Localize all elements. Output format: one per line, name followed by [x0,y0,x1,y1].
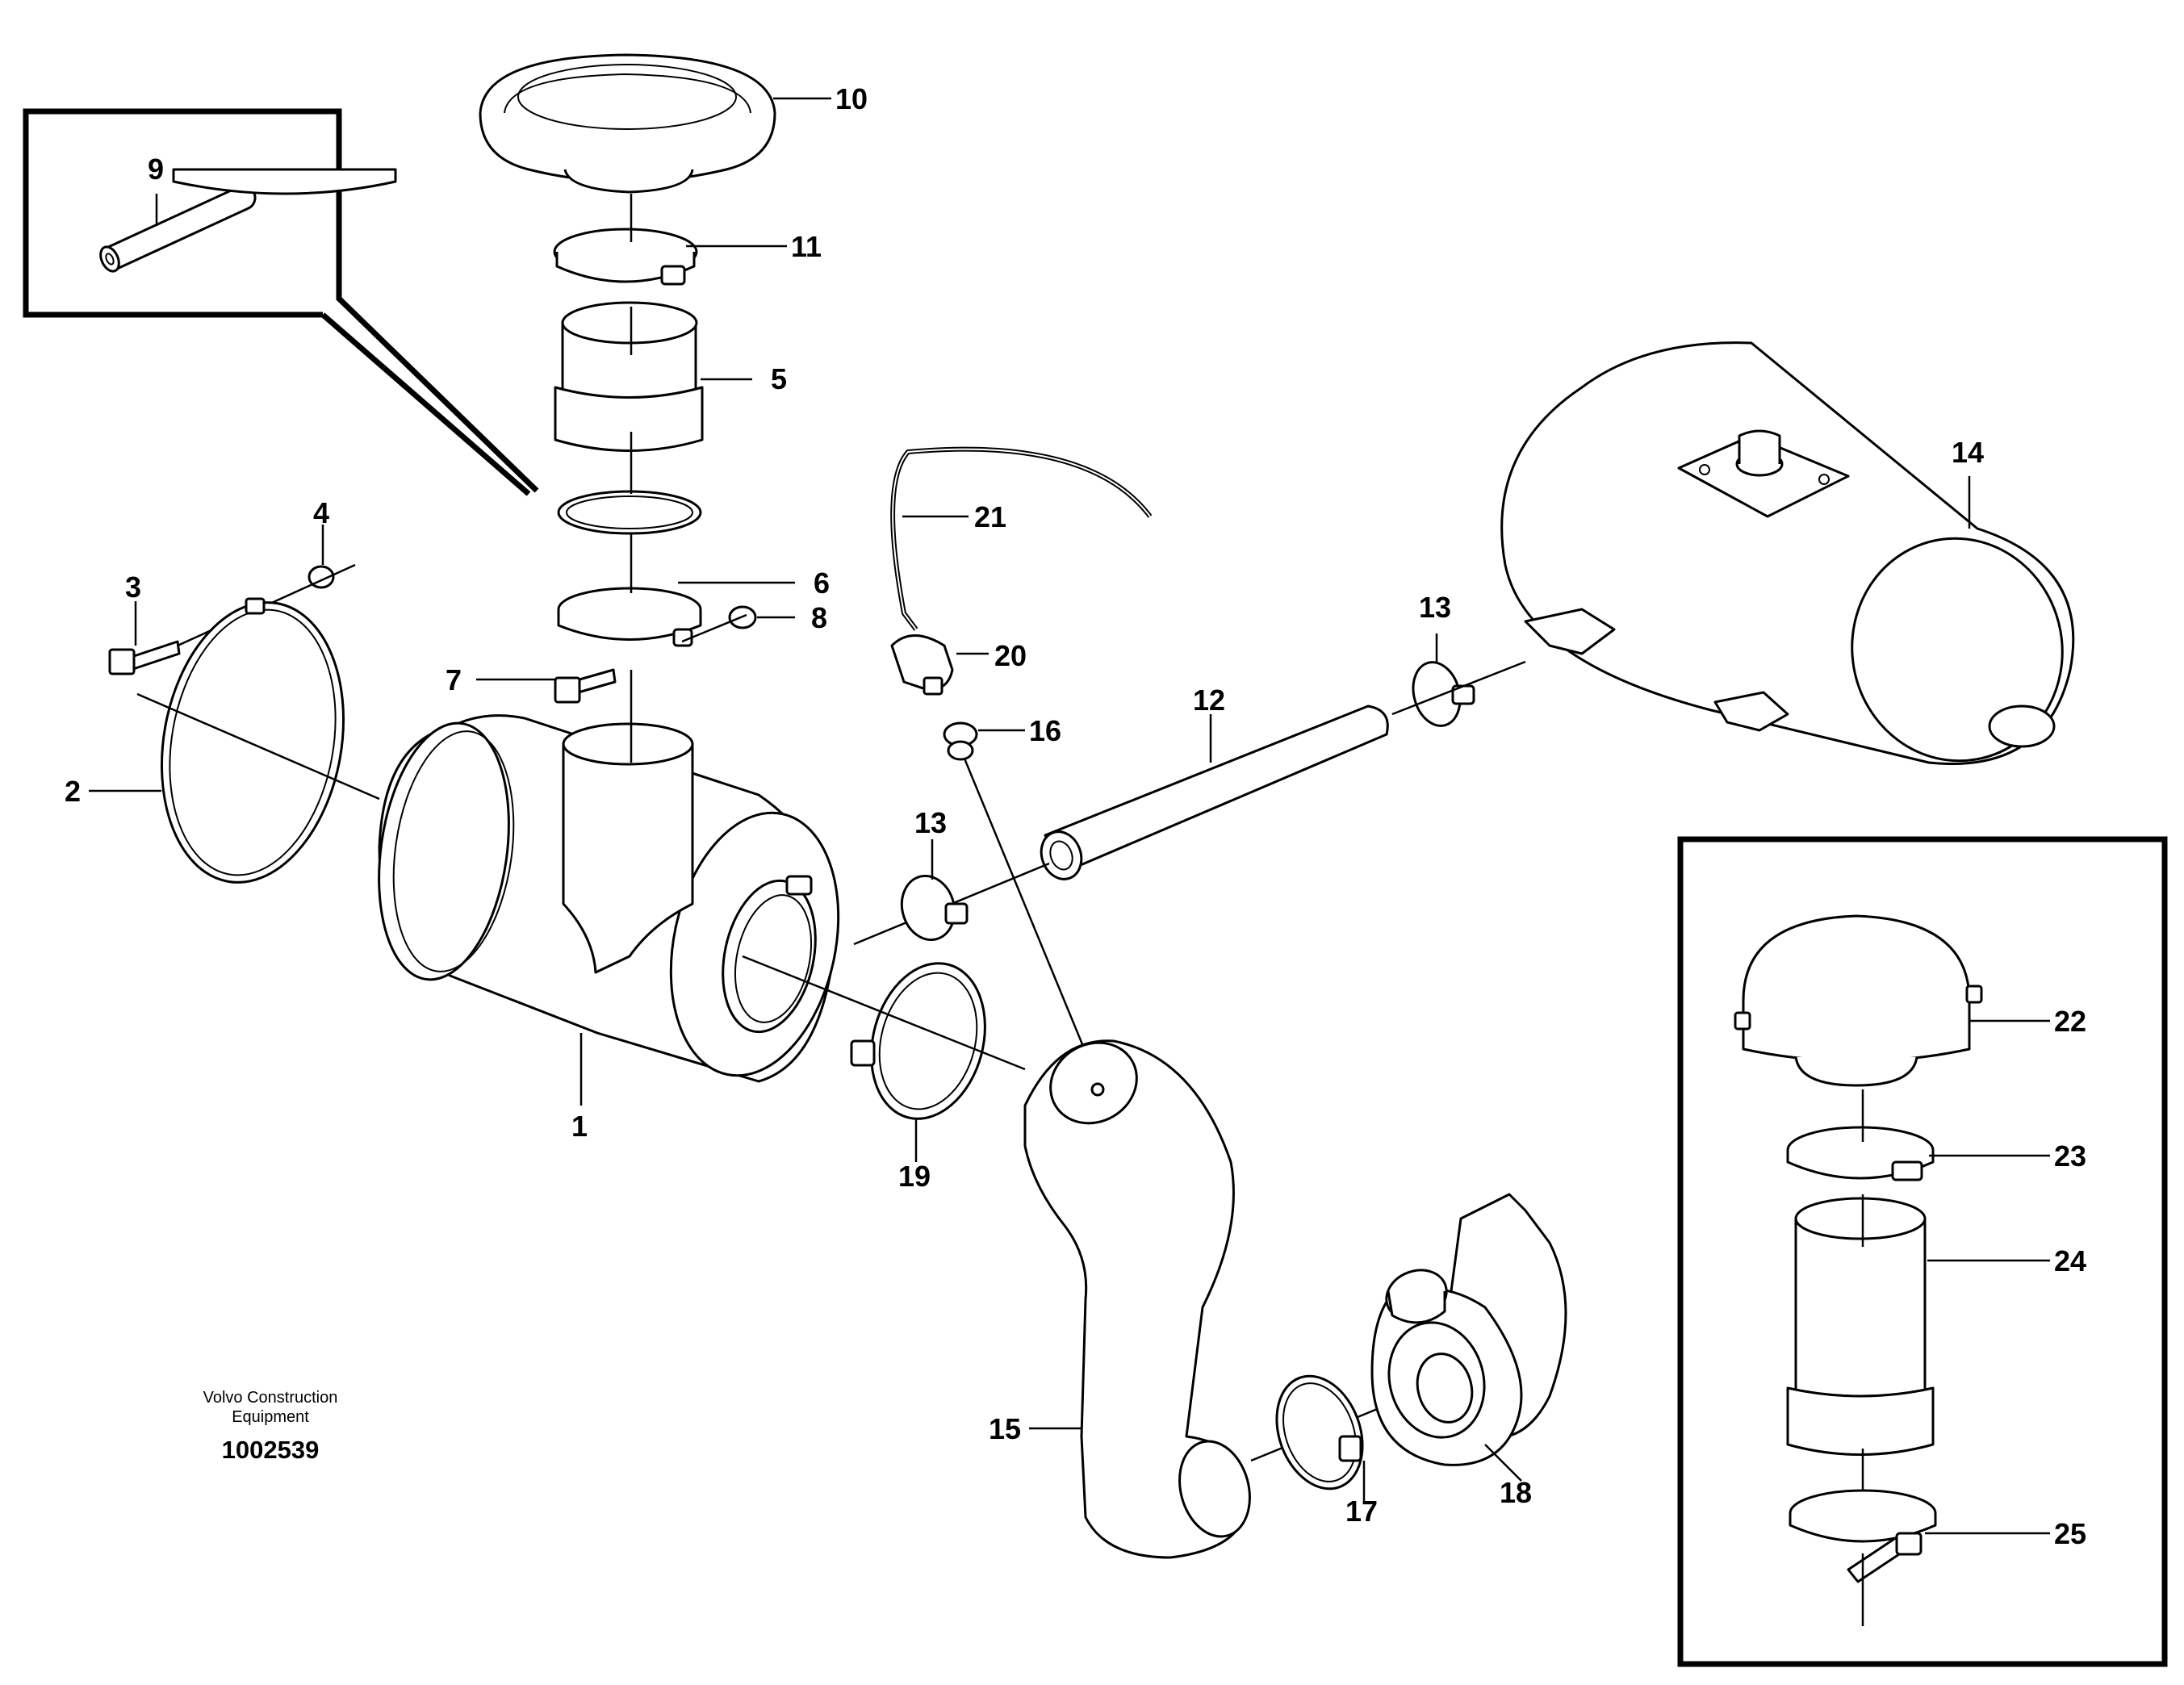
callout-25: 25 [2054,1517,2086,1550]
callout-1: 1 [571,1110,588,1143]
callout-21: 21 [974,500,1006,533]
part-5-adapter-pipe [554,301,752,464]
part-6-clamp-ring [557,464,795,647]
caption-block: Volvo Construction Equipment 1002539 [203,1389,338,1464]
part-2-retaining-ring [89,597,380,884]
part-13-upper-clamp [1391,633,1526,727]
callout-19: 19 [898,1160,931,1193]
part-18-turbocharger [1370,1193,1567,1482]
part-16-grommet [943,721,1101,1086]
part-10-precleaner-cap [172,53,831,195]
part-8-washer [681,605,795,643]
callout-13-upper: 13 [1419,591,1451,624]
callout-12: 12 [1193,684,1225,717]
callout-18: 18 [1500,1476,1532,1509]
detail-inset-part-9 [23,108,539,496]
part-23-hose-clamp [1786,1089,2050,1181]
callout-13-lower: 13 [914,806,947,839]
caption-company-line2: Equipment [232,1408,309,1426]
callout-4: 4 [313,496,329,529]
callout-11: 11 [791,230,822,263]
callout-7: 7 [446,663,462,696]
callout-17: 17 [1345,1495,1378,1528]
callout-5: 5 [771,362,787,395]
part-21-sensor-hose [890,446,1153,631]
part-9-hose-piece [99,184,257,273]
callout-6: 6 [814,567,830,600]
part-20-vacuum-sensor [890,634,989,696]
callout-20: 20 [994,639,1027,672]
part-25-hose-clamp [1789,1489,2050,1626]
part-7-bolt [476,668,617,704]
callout-23: 23 [2054,1139,2086,1173]
part-19-hose-clamp [742,955,1026,1162]
callout-9: 9 [148,153,164,186]
part-17-hose-clamp [1275,1374,1366,1501]
callout-22: 22 [2054,1005,2086,1038]
callout-16: 16 [1029,714,1061,747]
callout-24: 24 [2054,1244,2086,1277]
part-24-extension-pipe [1786,1194,2050,1529]
part-11-hose-clamp [553,194,787,286]
part-14-silencer-tank [1500,341,2075,765]
part-22-rain-cap [1734,914,2050,1087]
detail-inset-parts-22-25 [1677,836,2168,1667]
part-15-intake-hose [1023,1039,1429,1559]
callout-8: 8 [811,601,827,634]
callout-15: 15 [989,1412,1021,1445]
callout-10: 10 [835,82,868,115]
caption-company-line1: Volvo Construction [203,1389,338,1407]
caption-document-number: 1002539 [222,1436,320,1464]
callout-labels: 1 2 3 4 5 6 7 8 9 10 11 12 13 13 14 15 1… [65,82,2086,1550]
part-3-bolt [108,601,181,675]
callout-2: 2 [65,775,81,808]
part-13-lower-clamp [900,839,969,942]
callout-14: 14 [1952,436,1984,469]
part-1-air-filter-housing [378,670,840,1106]
callout-3: 3 [125,571,141,604]
